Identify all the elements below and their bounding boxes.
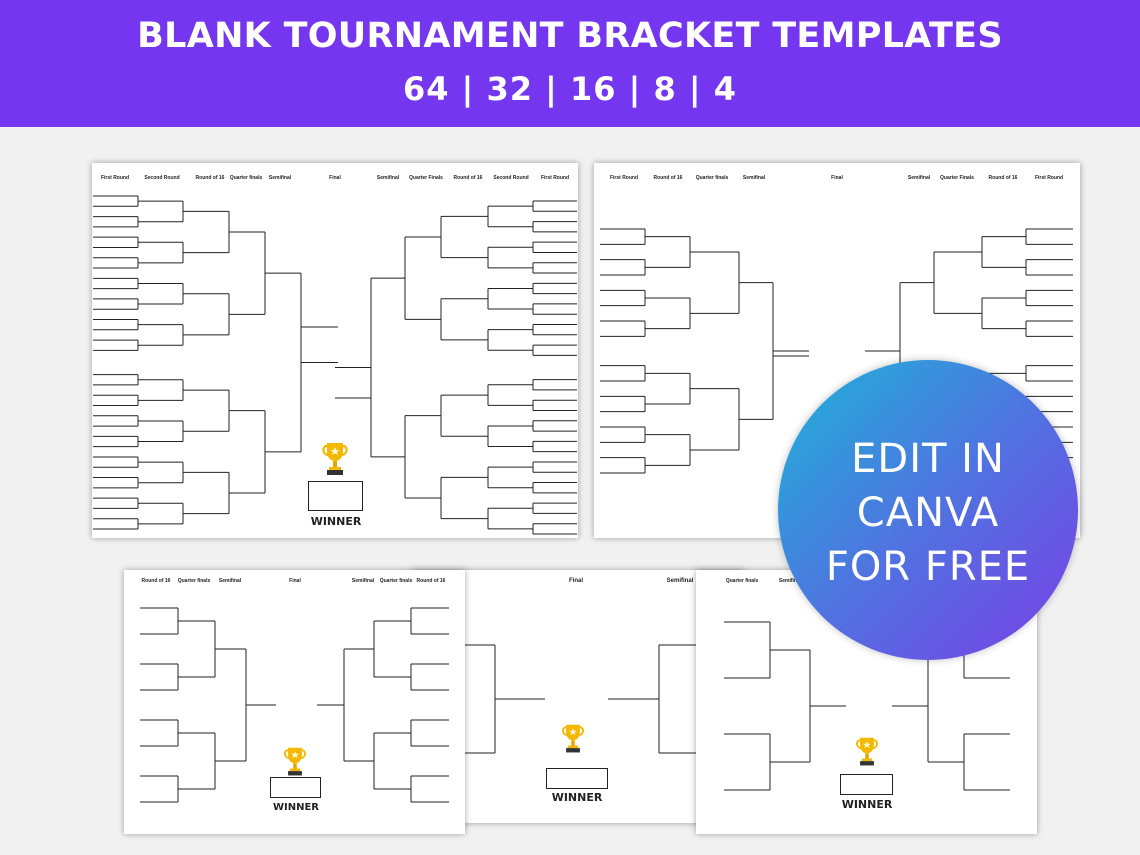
round-label: Round of 16: [195, 175, 225, 181]
trophy-graphic: [283, 747, 307, 776]
bracket-template-64: First Round Second Round Round of 16 Qua…: [92, 163, 578, 538]
round-label: Quarter finals: [379, 578, 413, 584]
round-label: Semifinal: [268, 175, 292, 181]
round-label: Semifinal: [778, 578, 802, 584]
winner-label: WINNER: [310, 515, 362, 528]
round-label: First Round: [540, 175, 570, 181]
banner-title: BLANK TOURNAMENT BRACKET TEMPLATES: [137, 16, 1003, 56]
round-label: Round of 16: [453, 175, 483, 181]
round-label: Final: [831, 175, 843, 181]
round-label: Semifinal: [742, 175, 766, 181]
badge-line: FOR FREE: [825, 544, 1031, 590]
winner-label: WINNER: [551, 791, 603, 804]
round-label: Second Round: [493, 175, 529, 181]
trophy-graphic: [855, 737, 879, 766]
bracket-lines: [93, 195, 577, 535]
round-label: Semifinal: [376, 175, 400, 181]
round-label: Quarter Finals: [409, 175, 443, 181]
round-label: Semifinal: [907, 175, 931, 181]
round-label: First Round: [609, 175, 639, 181]
round-label: Round of 16: [416, 578, 446, 584]
round-label: Quarter finals: [695, 175, 729, 181]
round-label: Round of 16: [141, 578, 171, 584]
winner-label: WINNER: [272, 802, 320, 813]
header-banner: BLANK TOURNAMENT BRACKET TEMPLATES 64 | …: [0, 0, 1140, 127]
bracket-template-4: Final Semifinal WINNER: [412, 570, 744, 823]
round-label: Semifinal: [351, 578, 375, 584]
badge-line: EDIT IN: [851, 436, 1005, 482]
winner-label: WINNER: [841, 798, 893, 811]
edit-in-canva-badge[interactable]: EDIT IN CANVA FOR FREE: [778, 360, 1078, 660]
round-label: Quarter finals: [725, 578, 759, 584]
round-label: Quarter finals: [229, 175, 263, 181]
bracket-template-16: Round of 16 Quarter finals Semifinal Fin…: [124, 570, 465, 834]
round-label: Final: [289, 578, 301, 584]
round-label: Quarter Finals: [940, 175, 974, 181]
round-label: Semifinal: [218, 578, 242, 584]
round-label: Round of 16: [988, 175, 1018, 181]
round-label: Semifinal: [666, 578, 694, 584]
round-label: First Round: [1034, 175, 1064, 181]
banner-bracket-sizes: 64 | 32 | 16 | 8 | 4: [403, 70, 737, 108]
badge-line: CANVA: [856, 490, 1000, 536]
round-label: Second Round: [144, 175, 180, 181]
winner-box[interactable]: [546, 768, 608, 789]
bracket-lines: [140, 607, 449, 803]
round-label: First Round: [100, 175, 130, 181]
round-label: Round of 16: [653, 175, 683, 181]
trophy-graphic: [322, 443, 348, 475]
winner-box[interactable]: [840, 774, 893, 795]
round-label: Final: [329, 175, 341, 181]
round-label: Quarter finals: [177, 578, 211, 584]
trophy-graphic: [561, 724, 585, 753]
winner-box[interactable]: [308, 481, 363, 511]
winner-box[interactable]: [270, 777, 321, 798]
round-label: Final: [568, 578, 584, 584]
